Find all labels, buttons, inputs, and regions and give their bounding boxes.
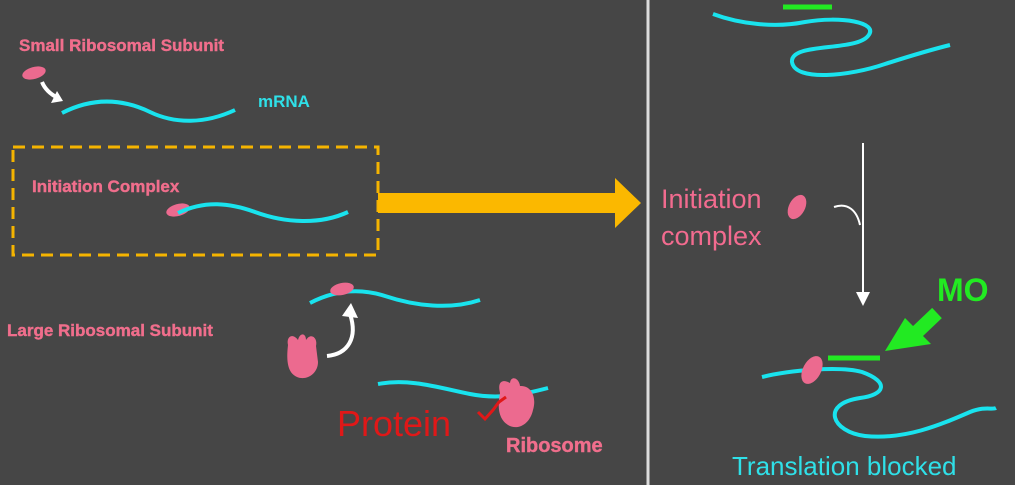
large-subunit-arrow — [326, 313, 355, 358]
large-subunit-label: Large Ribosomal Subunit — [7, 321, 213, 340]
right-initiation-label-line2: complex — [661, 221, 762, 251]
bottom-mrna-strand — [761, 367, 997, 439]
mrna-strand-1 — [61, 99, 236, 123]
ribosome-shape — [498, 378, 535, 428]
bottom-initiation-subunit-shape — [801, 356, 823, 384]
down-arrow-head — [856, 292, 870, 306]
translation-blocked-label: Translation blocked — [732, 451, 957, 481]
mrna-label: mRNA — [258, 92, 310, 111]
mrna-strand-2 — [177, 202, 349, 223]
mo-label: MO — [937, 272, 989, 308]
large-subunit-shape — [287, 334, 318, 379]
mo-arrowhead — [885, 318, 931, 351]
right-initiation-subunit-shape — [787, 194, 807, 220]
protein-label: Protein — [337, 403, 452, 444]
right-initiation-label-line1: Initiation — [661, 184, 762, 214]
mo-arrow — [912, 307, 942, 338]
initiation-complex-highlight-box — [11, 145, 380, 257]
small-subunit-shape — [22, 66, 46, 80]
join-curl — [833, 204, 861, 226]
initiation-subunit-shape — [166, 203, 190, 217]
protein-chain — [476, 395, 507, 422]
stage3-small-subunit-shape — [330, 282, 354, 296]
initiation-complex-label: Initiation Complex — [32, 177, 180, 196]
small-subunit-arrowhead — [51, 91, 63, 103]
big-yellow-arrow — [378, 178, 641, 228]
small-subunit-label: Small Ribosomal Subunit — [19, 36, 224, 55]
large-subunit-arrowhead — [342, 303, 358, 318]
top-mrna-strand — [712, 12, 951, 78]
ribosome-label: Ribosome — [506, 435, 603, 457]
